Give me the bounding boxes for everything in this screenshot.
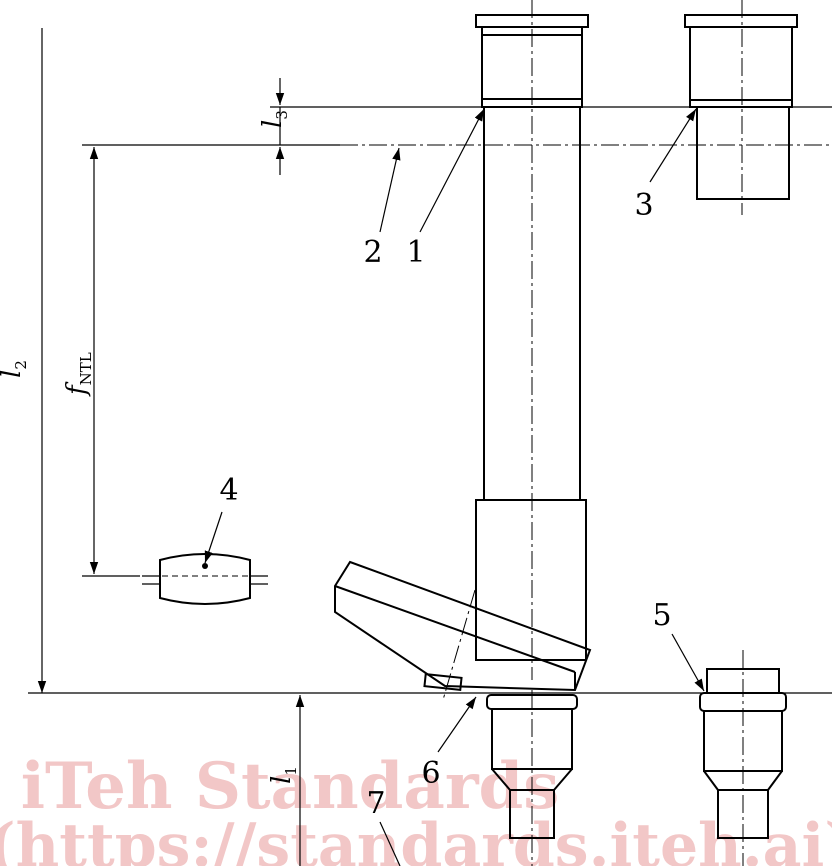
callout-7: 7 bbox=[366, 786, 385, 821]
leader-4 bbox=[204, 511, 223, 564]
leader-3 bbox=[649, 108, 697, 183]
head-foot bbox=[423, 673, 463, 691]
watermark: iTeh Standards (https://standards.iteh.a… bbox=[0, 749, 832, 866]
callouts: 1 2 3 4 5 6 7 bbox=[219, 188, 671, 821]
dimension-l3: l3 bbox=[258, 78, 291, 175]
callout-3: 3 bbox=[634, 188, 653, 223]
tube-lower-section bbox=[475, 499, 587, 661]
angled-head bbox=[334, 560, 592, 701]
reference-lines bbox=[28, 106, 832, 694]
leader-7 bbox=[379, 821, 401, 866]
objective-taper-right bbox=[553, 768, 573, 791]
l1-label: l1 bbox=[267, 766, 300, 784]
callout-1: 1 bbox=[406, 235, 425, 270]
eyepiece-tube bbox=[475, 0, 589, 680]
head-axis bbox=[442, 589, 476, 701]
objective-right-taper-right bbox=[767, 770, 783, 791]
eyepiece-right-cap bbox=[684, 14, 798, 28]
objective-centre bbox=[486, 690, 578, 866]
leader-2 bbox=[379, 147, 401, 233]
objective-taper-left bbox=[491, 768, 511, 791]
objective-right bbox=[699, 650, 787, 866]
head-outline bbox=[334, 560, 592, 692]
dimension-f-ntl: fNTL bbox=[62, 147, 99, 574]
callout-4: 4 bbox=[219, 473, 238, 508]
specimen bbox=[142, 553, 268, 605]
objective-body bbox=[491, 708, 573, 770]
eyepiece-right-barrel bbox=[696, 106, 790, 200]
f-ntl-label: fNTL bbox=[62, 352, 95, 397]
leader-6 bbox=[437, 696, 477, 753]
dimension-l2: l2 bbox=[0, 28, 47, 693]
specimen-lens bbox=[159, 553, 251, 605]
leader-1 bbox=[419, 108, 485, 233]
dimension-l1: l1 bbox=[267, 695, 305, 866]
objective-right-taper-left bbox=[703, 770, 719, 791]
watermark-line-2: (https://standards.iteh.ai) bbox=[0, 811, 832, 866]
eyepiece-right-body bbox=[689, 26, 793, 101]
callout-5: 5 bbox=[652, 598, 671, 633]
eyepiece-right-shoulder bbox=[689, 99, 793, 108]
l3-label: l3 bbox=[258, 110, 291, 128]
l2-label: l2 bbox=[0, 360, 30, 378]
leader-lines bbox=[204, 108, 705, 866]
head-edge bbox=[334, 585, 576, 673]
eyepiece-right bbox=[684, 0, 798, 215]
callout-2: 2 bbox=[363, 235, 382, 270]
leader-5 bbox=[671, 633, 705, 692]
watermark-line-1: iTeh Standards bbox=[21, 749, 560, 824]
callout-6: 6 bbox=[421, 756, 440, 791]
specimen-point bbox=[202, 563, 208, 569]
